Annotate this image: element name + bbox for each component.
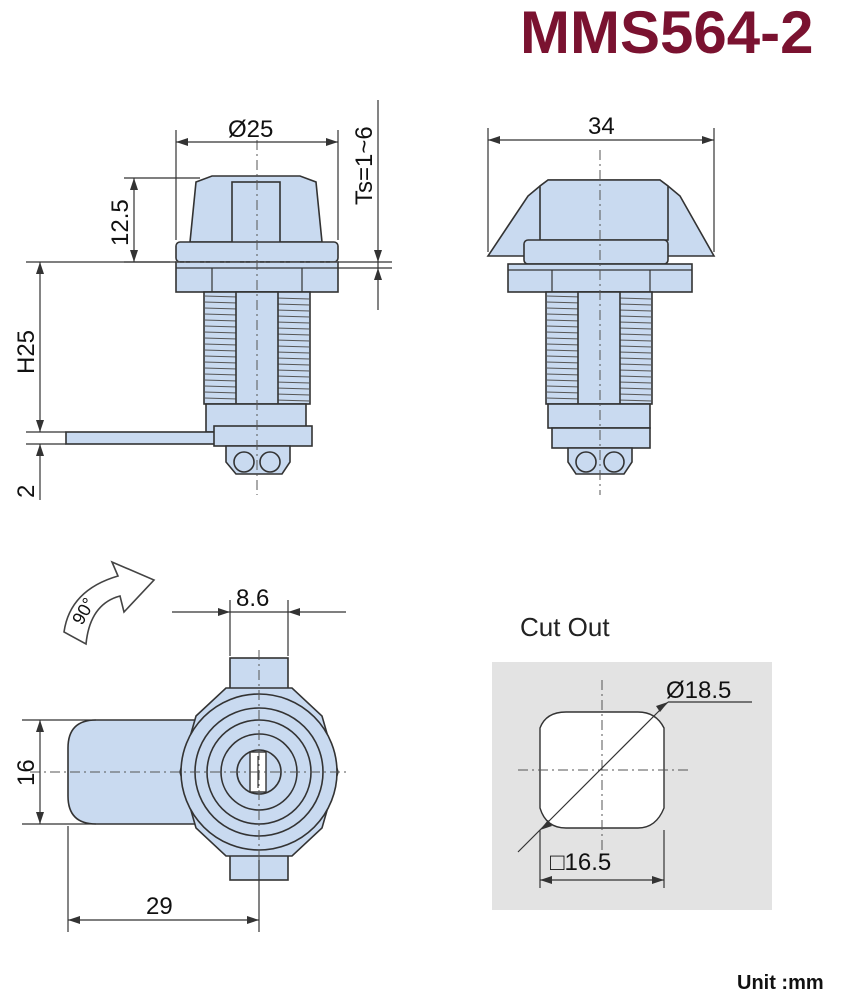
side-view: 34 — [486, 113, 716, 495]
dim-key-width: 8.6 — [236, 585, 269, 612]
dim-knob-height: 12.5 — [107, 199, 134, 246]
rotation-arrow-icon — [63, 560, 156, 646]
dim-diameter-top: Ø25 — [228, 116, 273, 143]
dim-cam-length: 29 — [146, 893, 173, 920]
dim-width-side: 34 — [588, 113, 615, 140]
cutout-view: Cut Out Ø18.5 □16.5 — [492, 612, 772, 910]
front-view: Ø25 12.5 H25 2 Ts=1~6 — [13, 100, 392, 500]
unit-label: Unit :mm — [737, 972, 824, 994]
dim-cam-thickness: 2 — [13, 485, 40, 498]
bottom-view: 8.6 16 29 90° — [13, 560, 350, 932]
cutout-diameter: Ø18.5 — [666, 677, 731, 704]
product-title: MMS564-2 — [520, 0, 814, 66]
dim-body-height: H25 — [13, 330, 40, 374]
dim-cam-width: 16 — [13, 759, 40, 786]
cutout-label: Cut Out — [520, 612, 610, 642]
dim-thickness-range: Ts=1~6 — [351, 126, 378, 205]
cutout-square: □16.5 — [550, 849, 611, 876]
